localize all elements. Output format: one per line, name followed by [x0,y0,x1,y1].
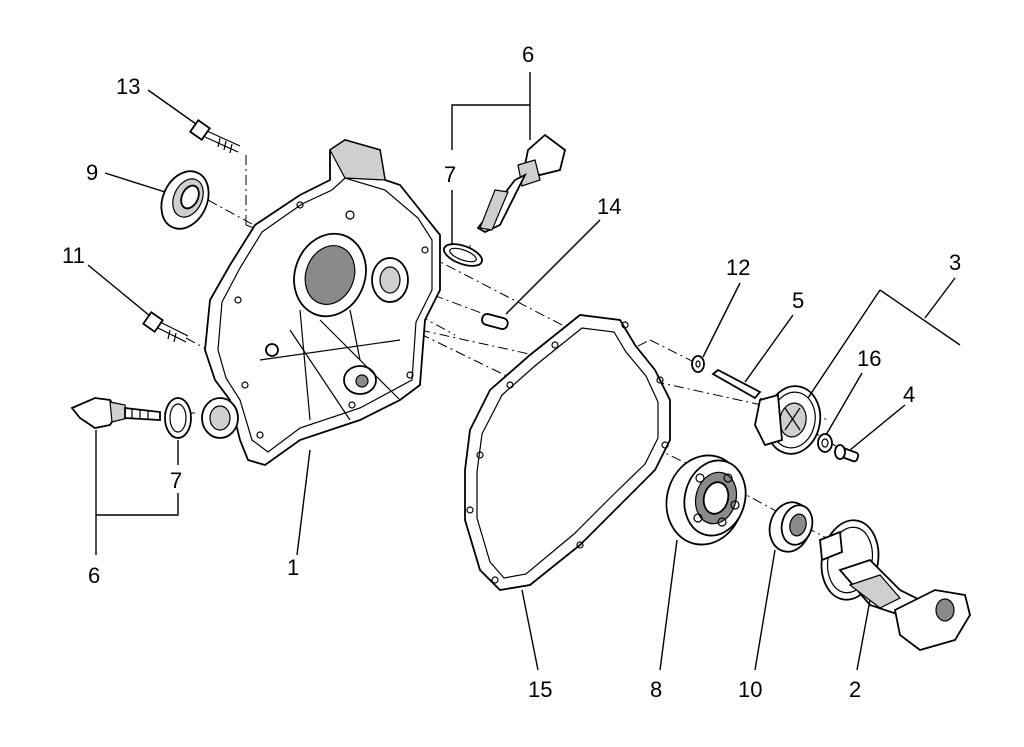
callout-5: 5 [792,288,804,313]
leader-lines [87,72,961,671]
callout-11: 11 [62,243,85,268]
gasket-15 [464,314,671,591]
callout-12: 12 [726,255,750,280]
callout-13: 13 [116,74,140,99]
oil-seal-9 [160,170,210,230]
callout-1: 1 [287,555,299,580]
o-ring-left [164,397,192,439]
filler-cap-left [70,397,161,429]
bearing-10 [768,501,814,553]
callout-2: 2 [849,677,861,702]
callout-4: 4 [903,382,915,407]
callout-8: 8 [650,677,662,702]
callout-15: 15 [528,677,552,702]
dipstick-top [476,133,567,234]
callout-6-top: 6 [522,42,534,67]
bolt-13 [188,118,241,154]
callout-labels: 6 7 13 9 14 11 12 5 3 16 4 7 6 1 15 8 10… [62,42,961,702]
washer-16 [817,433,833,453]
callout-14: 14 [597,194,621,219]
drain-boss [201,397,239,439]
washer-12 [691,355,705,373]
crankshaft-2 [819,519,971,651]
callout-7-top: 7 [444,162,456,187]
crankcase-cover [204,139,441,466]
callout-16: 16 [857,346,881,371]
pin-4 [834,444,860,463]
callout-6-left: 6 [88,563,100,588]
o-ring-top [443,243,483,267]
callout-10: 10 [738,677,762,702]
governor-gear-3 [754,385,822,455]
bolt-11 [141,310,189,343]
bearing-8 [665,454,747,546]
callout-7-left: 7 [170,468,182,493]
callout-3: 3 [949,250,961,275]
dowel-pin-14 [481,313,509,330]
callout-9: 9 [86,160,98,185]
shaft-5 [711,368,762,400]
